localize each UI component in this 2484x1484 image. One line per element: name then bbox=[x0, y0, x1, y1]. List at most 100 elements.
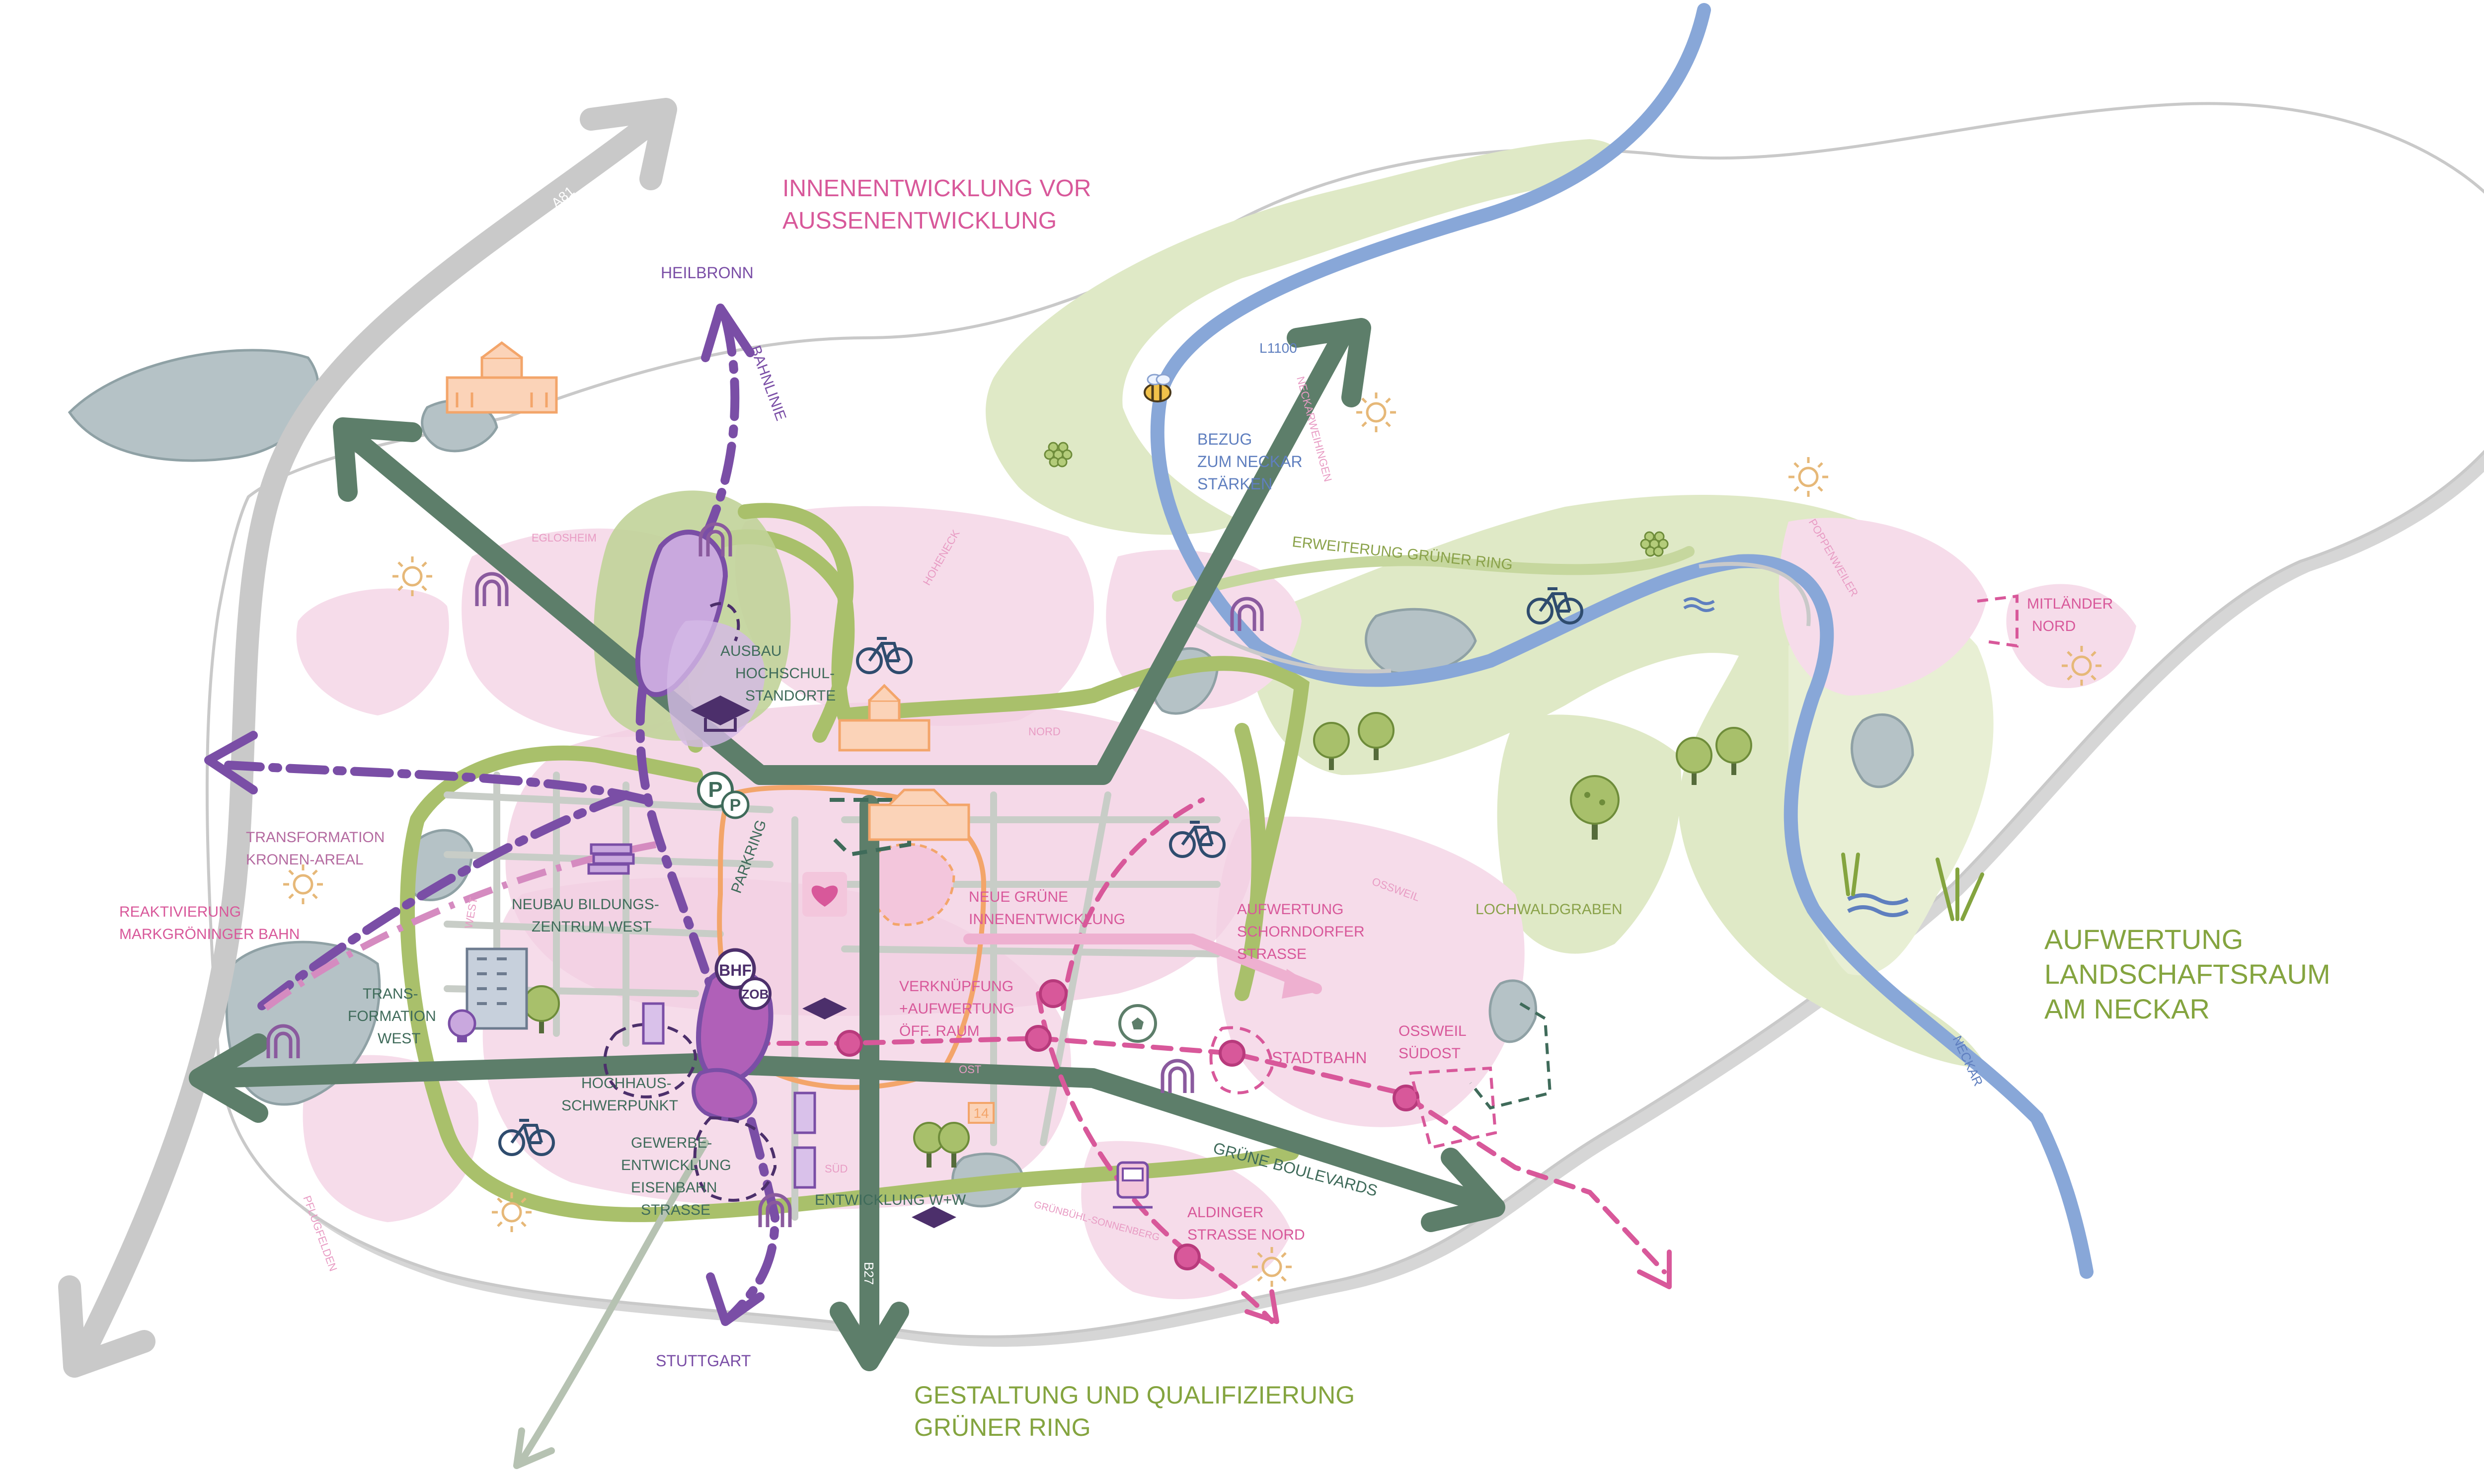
sun-icon bbox=[392, 556, 432, 596]
label-trans-west-3: WEST bbox=[378, 1030, 421, 1047]
label-mitlaender-1: MITLÄNDER bbox=[2027, 596, 2113, 612]
headline-gruener-ring-2: GRÜNER RING bbox=[914, 1413, 1091, 1441]
headline-landschaftsraum-3: AM NECKAR bbox=[2044, 993, 2210, 1024]
bhf-badge bbox=[714, 948, 756, 990]
label-neubau-2: ZENTRUM WEST bbox=[532, 919, 652, 935]
tree-icon bbox=[938, 1122, 970, 1168]
label-bezug-3: STÄRKEN bbox=[1197, 475, 1272, 493]
parking-letter-2: P bbox=[730, 796, 741, 815]
headline-innenentwicklung-1: INNENENTWICKLUNG VOR bbox=[782, 175, 1091, 202]
label-trans-west-2: FORMATION bbox=[348, 1008, 436, 1024]
graduation-cap-icon bbox=[691, 696, 750, 732]
apple-tree-icon bbox=[1570, 775, 1620, 840]
books-icon bbox=[587, 843, 635, 875]
a81-arrow-south bbox=[58, 1275, 155, 1378]
label-reaktivierung-2: MARKGRÖNINGER BAHN bbox=[119, 926, 300, 942]
direction-heilbronn: HEILBRONN bbox=[661, 264, 754, 282]
label-entwicklung-ww: ENTWICKLUNG W+W bbox=[815, 1192, 966, 1208]
label-neue-gruene-2: INNENENTWICKLUNG bbox=[969, 911, 1125, 928]
stadtbahn-stops bbox=[836, 979, 1419, 1270]
label-neue-gruene-1: NEUE GRÜNE bbox=[969, 889, 1068, 905]
sun-icon bbox=[283, 864, 323, 904]
reed-icon bbox=[1841, 853, 1860, 896]
label-hochhaus-1: HOCHHAUS- bbox=[581, 1075, 672, 1092]
number-badge-box bbox=[968, 1102, 995, 1124]
label-lochwaldgraben: LOCHWALDGRABEN bbox=[1475, 901, 1623, 918]
label-verknuepfung-2: +AUFWERTUNG bbox=[899, 1001, 1014, 1017]
label-ossweil-suedost-2: SÜDOST bbox=[1398, 1045, 1461, 1062]
label-verknuepfung-1: VERKNÜPFUNG bbox=[899, 978, 1013, 995]
sun-icon bbox=[1252, 1247, 1292, 1287]
road-stadtbahn: STADTBAHN bbox=[1272, 1049, 1367, 1067]
erweiterung-gruener-ring-path bbox=[1172, 546, 1695, 602]
label-ausbau-2: HOCHSCHUL- bbox=[735, 665, 835, 682]
football-icon bbox=[1118, 1004, 1157, 1043]
markgroeninger-bahn bbox=[256, 841, 657, 1016]
road-b27-bottom: B27 bbox=[861, 1262, 876, 1285]
district-eglosheim: EGLOSHEIM bbox=[532, 532, 597, 544]
district-nord: NORD bbox=[1028, 725, 1061, 738]
label-aldinger-2: STRASSE NORD bbox=[1187, 1227, 1305, 1243]
number-badge: 14 bbox=[973, 1105, 989, 1121]
label-gewerbe-3: EISENBAHN bbox=[631, 1179, 717, 1196]
building-icon bbox=[466, 947, 528, 1030]
graduation-cap-icon bbox=[802, 998, 847, 1019]
entwicklung-outline bbox=[830, 798, 911, 857]
bahnlinie-arrow-south bbox=[706, 1272, 765, 1326]
b27-arrow-north-east bbox=[1287, 318, 1371, 407]
stuttgart-side-road-arrow bbox=[513, 1427, 555, 1469]
a81-highway bbox=[73, 108, 667, 1363]
reed-icon bbox=[1936, 858, 1984, 921]
neue-gruene-area bbox=[868, 843, 955, 926]
project-outlines bbox=[603, 594, 2018, 1202]
neckar-river bbox=[1150, 3, 2094, 1279]
b27-arrow-south bbox=[830, 1302, 909, 1371]
bhf-label: BHF bbox=[719, 961, 752, 979]
tree-icons bbox=[523, 712, 1752, 1168]
tree-icon bbox=[1715, 727, 1752, 775]
sun-icon bbox=[2062, 646, 2101, 686]
gate-icon bbox=[1230, 597, 1264, 631]
a81-arrow-north bbox=[580, 98, 677, 190]
stadtbahn bbox=[748, 797, 1667, 1324]
grapes-icons bbox=[1044, 442, 1669, 557]
hochhaus-area bbox=[692, 1068, 758, 1122]
zob-badge bbox=[739, 977, 772, 1010]
label-neubau-1: NEUBAU BILDUNGS- bbox=[512, 896, 659, 913]
water-waves-icon bbox=[1683, 597, 1715, 612]
district-ost: OST bbox=[959, 1063, 981, 1076]
label-aldinger-1: ALDINGER bbox=[1187, 1204, 1263, 1221]
label-gewerbe-2: ENTWICKLUNG bbox=[621, 1157, 731, 1173]
headline-landschaftsraum-2: LANDSCHAFTSRAUM bbox=[2044, 958, 2330, 990]
road-l1100: L1100 bbox=[1259, 340, 1297, 356]
sun-icon bbox=[1356, 392, 1396, 432]
label-gewerbe-1: GEWERBE- bbox=[631, 1135, 712, 1151]
tree-icon bbox=[1313, 722, 1350, 770]
label-ausbau-1: AUSBAU bbox=[720, 643, 781, 659]
castle-icon bbox=[838, 684, 931, 752]
gruener-ring-north-edge bbox=[738, 503, 1310, 937]
bahnlinie-arrow-north bbox=[701, 304, 755, 362]
label-ossweil-suedost-1: OSSWEIL bbox=[1398, 1023, 1467, 1039]
tower-icons bbox=[642, 1002, 816, 1189]
stuttgart-side-road bbox=[518, 1139, 709, 1464]
gruener-ring bbox=[400, 529, 1299, 1222]
b27-arrow-north bbox=[333, 417, 422, 502]
stadtbahn-arrow-east bbox=[1637, 1250, 1672, 1289]
schorndorfer-strasse-arrow bbox=[963, 934, 1322, 994]
gate-icon bbox=[699, 522, 732, 556]
water-areas bbox=[68, 349, 1914, 1208]
label-bezug-1: BEZUG bbox=[1197, 430, 1252, 448]
label-gewerbe-4: STRASSE bbox=[641, 1202, 710, 1218]
district-sued: SÜD bbox=[825, 1163, 848, 1175]
stadtbahn-arrow-south bbox=[1244, 1289, 1279, 1324]
parking-letter: P bbox=[708, 778, 722, 802]
label-verknuepfung-3: ÖFF. RAUM bbox=[899, 1023, 980, 1039]
label-ausbau-3: STANDORTE bbox=[745, 688, 836, 704]
water-waves-icon bbox=[1847, 893, 1909, 917]
neckar-landscape-north bbox=[986, 139, 1616, 535]
parking-icon bbox=[721, 790, 750, 819]
sun-icon bbox=[492, 1192, 532, 1232]
tram-icon bbox=[1113, 1161, 1153, 1209]
